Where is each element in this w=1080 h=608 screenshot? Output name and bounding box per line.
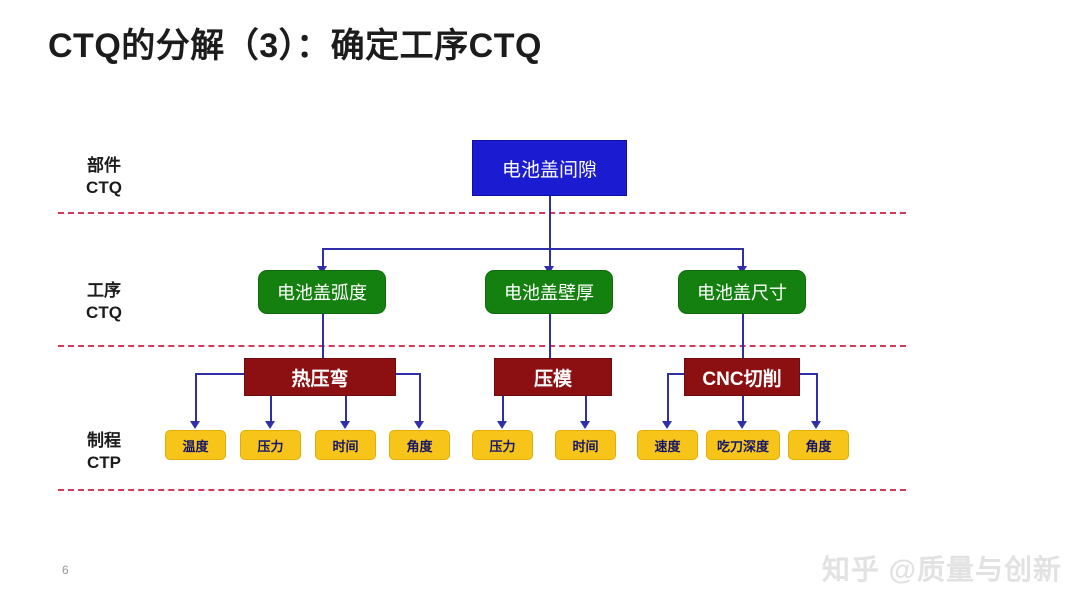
row-label-ctp: 制程 CTP — [56, 430, 152, 475]
connector-green-to-red-3 — [742, 314, 744, 358]
connector-green-to-red-2 — [549, 314, 551, 358]
arrow-op2-to-ctp-1 — [497, 421, 507, 429]
node-operation-1[interactable]: 热压弯 — [244, 358, 396, 396]
divider-bottom — [58, 489, 906, 491]
node-ctp-2-label: 压力 — [257, 438, 284, 454]
connector-op3-left-drop — [667, 373, 669, 423]
node-ctp-8[interactable]: 吃刀深度 — [706, 430, 780, 460]
arrow-op1-to-ctp-1 — [190, 421, 200, 429]
node-process-ctq-3[interactable]: 电池盖尺寸 — [678, 270, 806, 314]
divider-process-ctp — [58, 345, 906, 347]
connector-op2-drop-1 — [502, 396, 504, 423]
node-ctp-1-label: 温度 — [182, 438, 209, 454]
node-component-ctq[interactable]: 电池盖间隙 — [472, 140, 627, 196]
node-operation-2-label: 压模 — [533, 368, 572, 390]
node-process-ctq-1-label: 电池盖弧度 — [277, 283, 367, 303]
arrow-op1-to-ctp-3 — [340, 421, 350, 429]
arrow-op3-to-ctp-3 — [811, 421, 821, 429]
node-component-ctq-label: 电池盖间隙 — [501, 159, 597, 181]
connector-blue-stem — [549, 196, 551, 248]
node-ctp-7[interactable]: 速度 — [637, 430, 698, 460]
row-label-ctp-line1: 制程 — [87, 431, 121, 450]
arrow-op2-to-ctp-2 — [580, 421, 590, 429]
node-ctp-6[interactable]: 时间 — [555, 430, 616, 460]
node-ctp-5[interactable]: 压力 — [472, 430, 533, 460]
arrow-op1-to-ctp-4 — [414, 421, 424, 429]
node-ctp-1[interactable]: 温度 — [165, 430, 226, 460]
watermark: 知乎 @质量与创新 — [821, 554, 1062, 585]
node-ctp-7-label: 速度 — [654, 438, 681, 454]
connector-op1-drop-3 — [345, 396, 347, 423]
node-ctp-2[interactable]: 压力 — [240, 430, 301, 460]
node-process-ctq-2-label: 电池盖壁厚 — [504, 283, 594, 303]
row-label-component-ctq: 部件 CTQ — [56, 155, 152, 200]
row-label-process-ctq: 工序 CTQ — [56, 280, 152, 325]
arrow-op3-to-ctp-2 — [737, 421, 747, 429]
node-ctp-5-label: 压力 — [489, 438, 516, 454]
connector-op3-right-drop — [816, 373, 818, 423]
connector-blue-bus — [322, 248, 742, 250]
arrow-op1-to-ctp-2 — [265, 421, 275, 429]
connector-op3-drop-2 — [742, 396, 744, 423]
node-operation-2[interactable]: 压模 — [494, 358, 612, 396]
arrow-op3-to-ctp-1 — [662, 421, 672, 429]
node-operation-3[interactable]: CNC切削 — [684, 358, 800, 396]
node-ctp-9[interactable]: 角度 — [788, 430, 849, 460]
node-ctp-3[interactable]: 时间 — [315, 430, 376, 460]
node-ctp-4-label: 角度 — [406, 438, 433, 454]
connector-op1-left-drop — [195, 373, 197, 423]
node-ctp-3-label: 时间 — [332, 438, 359, 454]
node-process-ctq-1[interactable]: 电池盖弧度 — [258, 270, 386, 314]
connector-op2-drop-2 — [585, 396, 587, 423]
node-operation-1-label: 热压弯 — [291, 368, 349, 390]
node-process-ctq-3-label: 电池盖尺寸 — [697, 283, 787, 303]
connector-op1-drop-2 — [270, 396, 272, 423]
node-ctp-9-label: 角度 — [805, 438, 832, 454]
connector-green-to-red-1 — [322, 314, 324, 358]
connector-blue-drop-2 — [549, 248, 551, 268]
row-label-process-ctq-line2: CTQ — [86, 303, 122, 323]
row-label-ctp-line2: CTP — [87, 453, 121, 473]
divider-component-process — [58, 212, 906, 214]
connector-op1-left-elbow — [195, 373, 244, 375]
connector-op1-right-elbow — [396, 373, 421, 375]
connector-blue-drop-3 — [742, 248, 744, 268]
row-label-process-ctq-line1: 工序 — [87, 281, 121, 300]
node-ctp-4[interactable]: 角度 — [389, 430, 450, 460]
node-ctp-8-label: 吃刀深度 — [716, 438, 769, 454]
row-label-component-ctq-line1: 部件 — [87, 156, 121, 175]
connector-op1-right-drop — [419, 373, 421, 423]
page-title: CTQ的分解（3）：确定工序CTQ — [48, 27, 542, 65]
page-number: 6 — [62, 563, 69, 577]
connector-op3-right-elbow — [800, 373, 818, 375]
node-operation-3-label: CNC切削 — [702, 368, 782, 390]
connector-blue-drop-1 — [322, 248, 324, 268]
connector-op3-left-elbow — [667, 373, 684, 375]
row-label-component-ctq-line2: CTQ — [86, 178, 122, 198]
node-process-ctq-2[interactable]: 电池盖壁厚 — [485, 270, 613, 314]
node-ctp-6-label: 时间 — [572, 438, 599, 454]
